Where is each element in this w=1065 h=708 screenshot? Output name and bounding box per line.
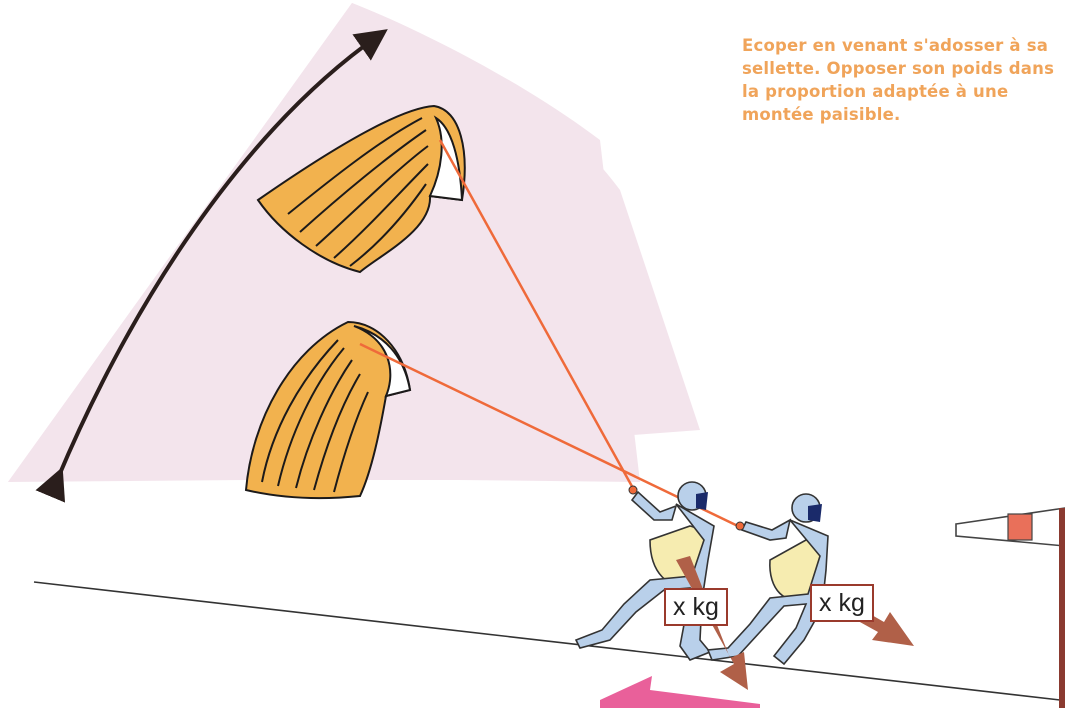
weight-label: x kg (810, 584, 874, 622)
ground-slope (33, 581, 1061, 701)
pink-direction-arrow-icon (600, 676, 760, 708)
instruction-caption: Ecoper en venant s'adosser à sa sellette… (742, 36, 1055, 124)
lower-paraglider-wing-icon (244, 320, 412, 499)
weight-label: x kg (664, 588, 728, 626)
windsock-icon (955, 507, 1065, 708)
upper-paraglider-wing-icon (256, 104, 466, 274)
upper-wing-line (438, 139, 636, 491)
double-headed-arc-arrow-icon (35, 29, 388, 503)
